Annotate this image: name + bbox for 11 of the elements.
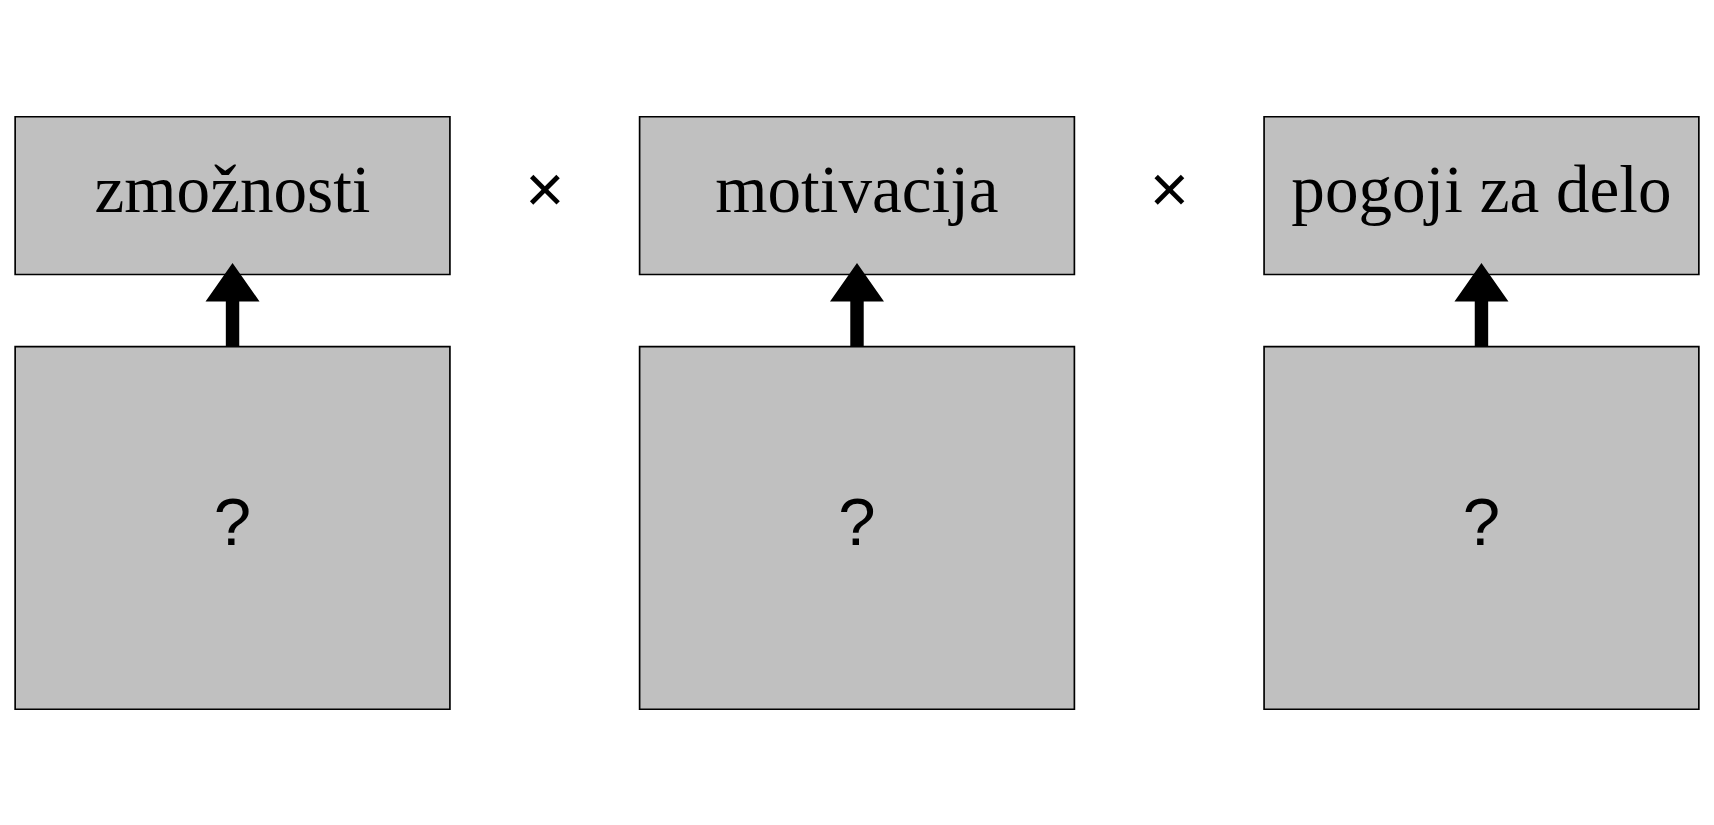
node-box: motivacija: [638, 115, 1076, 275]
node-box: zmožnosti: [14, 115, 451, 275]
node-box: ?: [1263, 345, 1700, 710]
arrow: [205, 262, 260, 346]
label: ×: [525, 150, 565, 226]
arrow: [830, 262, 884, 346]
arrow: [1454, 262, 1509, 346]
node-box: ?: [14, 345, 451, 710]
node-box: pogoji za delo: [1263, 115, 1700, 275]
label: ×: [1149, 150, 1189, 226]
node-box: ?: [638, 345, 1076, 710]
